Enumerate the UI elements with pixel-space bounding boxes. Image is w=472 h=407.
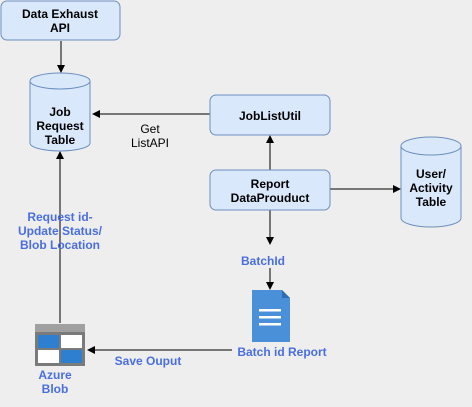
node-user-activity-table-line2: Activity: [409, 181, 453, 195]
node-joblistutil: JobListUtil: [209, 94, 331, 136]
edge-joblistutil-to-jobtable: [92, 110, 210, 118]
node-job-request-table: Job Request Table: [29, 72, 91, 152]
edge-label-get-line1: Get: [140, 122, 160, 136]
edge-label-request-line1: Request id-: [27, 210, 92, 224]
document-icon: [252, 290, 290, 342]
edge-label-batchid: BatchId: [241, 254, 285, 268]
edge-api-to-jobtable: [57, 41, 65, 73]
node-joblistutil-label: JobListUtil: [239, 109, 301, 123]
node-job-request-table-line1: Job: [49, 105, 70, 119]
node-user-activity-table-line3: Table: [416, 195, 447, 209]
edge-label-request-line2: Update Status/: [18, 224, 103, 238]
node-azure-blob-line2: Blob: [42, 382, 69, 396]
azure-blob-icon: [35, 324, 85, 366]
edge-label-save-output: Save Ouput: [115, 354, 182, 368]
node-user-activity-table: User/ Activity Table: [400, 136, 462, 228]
edge-label-request-line3: Blob Location: [20, 238, 100, 252]
node-report-dataprouduct-line2: DataProuduct: [231, 191, 310, 205]
node-report-dataprouduct-line1: Report: [251, 177, 290, 191]
edge-doc-to-blob: [87, 346, 232, 354]
node-job-request-table-line2: Request: [36, 119, 83, 133]
edge-batchid-to-doc: [266, 268, 274, 290]
node-data-exhaust-api-line2: API: [50, 21, 70, 35]
node-report-dataprouduct: Report DataProuduct: [209, 169, 331, 211]
edge-report-to-batchid: [266, 210, 274, 245]
edge-label-listapi-line2: ListAPI: [131, 136, 169, 150]
node-batch-id-report-label: Batch id Report: [237, 345, 326, 359]
node-data-exhaust-api: Data Exhaust API: [0, 0, 121, 41]
node-data-exhaust-api-line1: Data Exhaust: [22, 7, 98, 21]
node-azure-blob-line1: Azure: [38, 368, 72, 382]
edge-blob-to-jobtable: [56, 151, 64, 323]
node-user-activity-table-line1: User/: [416, 167, 447, 181]
edge-report-to-useractivity: [330, 185, 401, 193]
node-job-request-table-line3: Table: [45, 133, 76, 147]
edge-report-to-joblistutil: [266, 135, 274, 170]
